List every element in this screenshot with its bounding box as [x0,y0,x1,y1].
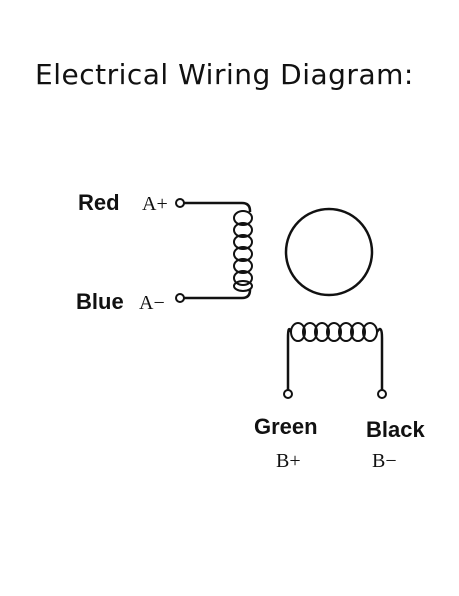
terminal-a-plus [175,198,185,208]
coil-a [233,210,253,292]
wire-label-blue: Blue [76,289,124,314]
terminal-b-minus [377,389,387,399]
rotor-circle [284,207,374,297]
wire-label-black: Black [366,417,425,442]
lead-a-plus [184,201,252,212]
terminal-label-b-plus: B+ [276,450,301,472]
wire-label-red: Red [78,190,120,215]
diagram-title: Electrical Wiring Diagram: [35,58,414,91]
terminal-a-minus [175,293,185,303]
coil-b [290,322,378,342]
lead-b-plus [286,327,293,390]
terminal-label-a-plus: A+ [142,193,168,215]
terminal-label-b-minus: B− [372,450,397,472]
wire-label-green: Green [254,414,318,439]
terminal-label-a-minus: A− [139,292,165,314]
terminal-b-plus [283,389,293,399]
lead-b-minus [375,327,384,390]
